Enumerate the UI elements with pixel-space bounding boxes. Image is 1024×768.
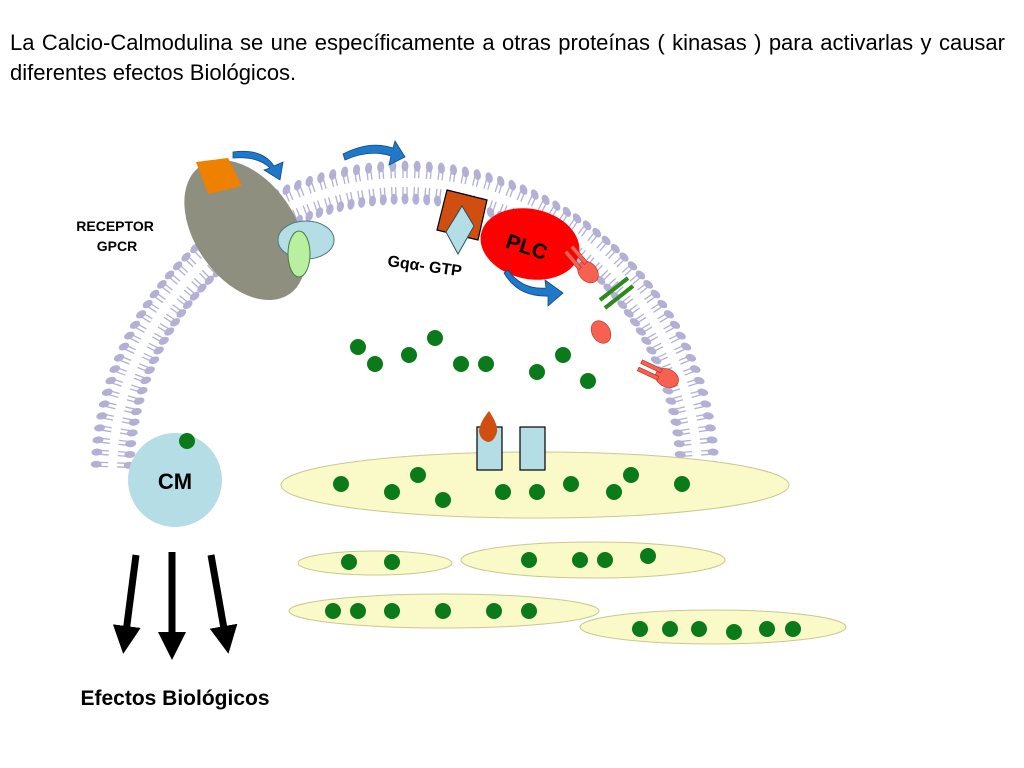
- receptor-gpcr-label: RECEPTOR GPCR: [76, 218, 157, 254]
- calcium-ions: [179, 330, 801, 640]
- calcium-ion: [350, 339, 366, 355]
- calcium-ion: [691, 621, 707, 637]
- calcium-ion: [572, 552, 588, 568]
- calcium-ion: [632, 621, 648, 637]
- ligand-shape: [196, 158, 242, 194]
- er-small-left: [297, 550, 453, 576]
- arrow-plc-to-pip2: [503, 269, 564, 307]
- calcium-ion: [662, 621, 678, 637]
- g-protein-beta-subunit: [287, 230, 311, 278]
- endoplasmic-reticulum: [280, 451, 847, 645]
- calcium-ion: [785, 621, 801, 637]
- plc-enzyme: [480, 208, 580, 280]
- efectos-biologicos-label: Efectos Biológicos: [80, 687, 269, 710]
- calcium-ion: [623, 467, 639, 483]
- calcium-ion: [640, 548, 656, 564]
- er-right: [579, 609, 847, 645]
- calcium-ion: [529, 364, 545, 380]
- calmodulin-circle: [128, 433, 222, 527]
- calcium-ion: [427, 330, 443, 346]
- calcium-ion: [350, 603, 366, 619]
- calcium-ion: [333, 476, 349, 492]
- calcium-ion: [555, 347, 571, 363]
- calcium-ion: [401, 347, 417, 363]
- calcium-ion: [597, 552, 613, 568]
- pip2-molecule-bottom: [636, 359, 679, 388]
- effect-arrows: [112, 552, 238, 660]
- blue-arrows: [232, 140, 564, 307]
- calcium-ion: [759, 621, 775, 637]
- calcium-ion: [384, 484, 400, 500]
- pip2-molecule-top: [563, 244, 599, 284]
- calcium-ion: [674, 476, 690, 492]
- calcium-ion: [726, 624, 742, 640]
- er-mid: [460, 541, 726, 579]
- calcium-ion: [563, 476, 579, 492]
- calcium-ion: [384, 554, 400, 570]
- calcium-ion: [486, 603, 502, 619]
- calcium-ion: [435, 492, 451, 508]
- arrow-ligand-to-g-protein: [232, 150, 284, 181]
- effect-arrow-left: [112, 554, 141, 654]
- calcium-ion: [435, 603, 451, 619]
- cm-label: CM: [158, 469, 192, 494]
- effect-arrow-right: [207, 554, 238, 654]
- pip2-lipids: [563, 244, 679, 388]
- ip3-bound: [479, 411, 498, 442]
- calcium-ion: [179, 433, 195, 449]
- calcium-ion: [384, 603, 400, 619]
- calcium-ion: [453, 356, 469, 372]
- gpcr-receptor: [184, 159, 306, 301]
- calcium-ion: [478, 356, 494, 372]
- calcium-ion: [410, 467, 426, 483]
- ip3-molecule: [590, 320, 612, 344]
- calcium-ion: [521, 603, 537, 619]
- intro-paragraph: La Calcio-Calmodulina se une específicam…: [10, 30, 1005, 85]
- calcium-ion: [580, 373, 596, 389]
- gq-diamond-gtp: [445, 205, 475, 256]
- gq-gtp-label: Gqα- GTP: [386, 253, 463, 280]
- calcium-ion: [367, 356, 383, 372]
- dag-molecule: [598, 276, 635, 310]
- calcium-ion: [495, 484, 511, 500]
- arrow-g-to-gq: [342, 140, 406, 166]
- calcium-ion: [325, 603, 341, 619]
- calcium-ion: [529, 484, 545, 500]
- calcium-ion: [606, 484, 622, 500]
- calcium-ion: [341, 554, 357, 570]
- ip3-receptor-channel: [476, 411, 546, 471]
- calcium-ion: [521, 552, 537, 568]
